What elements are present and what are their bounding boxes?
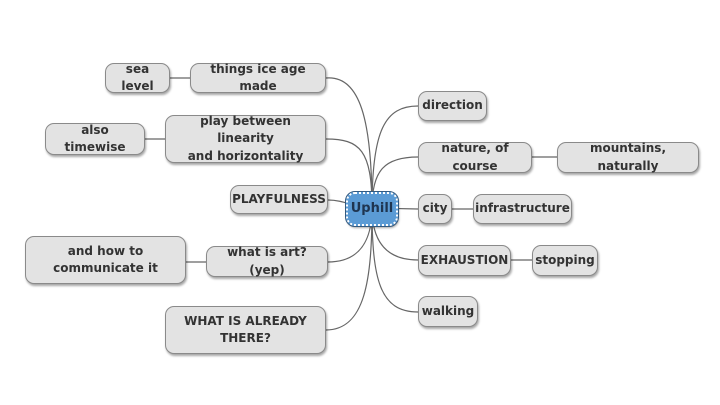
node-mountains-naturally[interactable]: mountains, naturally: [557, 141, 699, 173]
node-nature-of-course[interactable]: nature, of course: [418, 141, 532, 173]
node-what-is-art[interactable]: what is art? (yep): [206, 245, 328, 277]
node-sea-level[interactable]: sea level: [105, 62, 170, 93]
node-exhaustion[interactable]: EXHAUSTION: [418, 245, 511, 276]
connector: [325, 138, 373, 209]
node-walking[interactable]: walking: [418, 296, 478, 327]
node-infrastructure[interactable]: infrastructure: [473, 194, 572, 224]
node-how-to-communicate[interactable]: and how to communicate it: [25, 236, 186, 284]
root-node-uphill[interactable]: Uphill: [345, 191, 399, 227]
connector: [371, 207, 419, 313]
node-direction[interactable]: direction: [418, 91, 487, 121]
node-what-is-already-there[interactable]: WHAT IS ALREADY THERE?: [165, 306, 326, 354]
node-city[interactable]: city: [418, 194, 452, 224]
node-also-timewise[interactable]: also timewise: [45, 123, 145, 155]
node-things-ice-age-made[interactable]: things ice age made: [190, 62, 326, 93]
node-play-between-linearity[interactable]: play between linearity and horizontality: [165, 114, 326, 163]
node-stopping[interactable]: stopping: [532, 245, 598, 276]
connector: [325, 77, 373, 209]
connector: [371, 105, 419, 209]
node-playfulness[interactable]: PLAYFULNESS: [230, 185, 328, 214]
connector: [325, 207, 373, 331]
